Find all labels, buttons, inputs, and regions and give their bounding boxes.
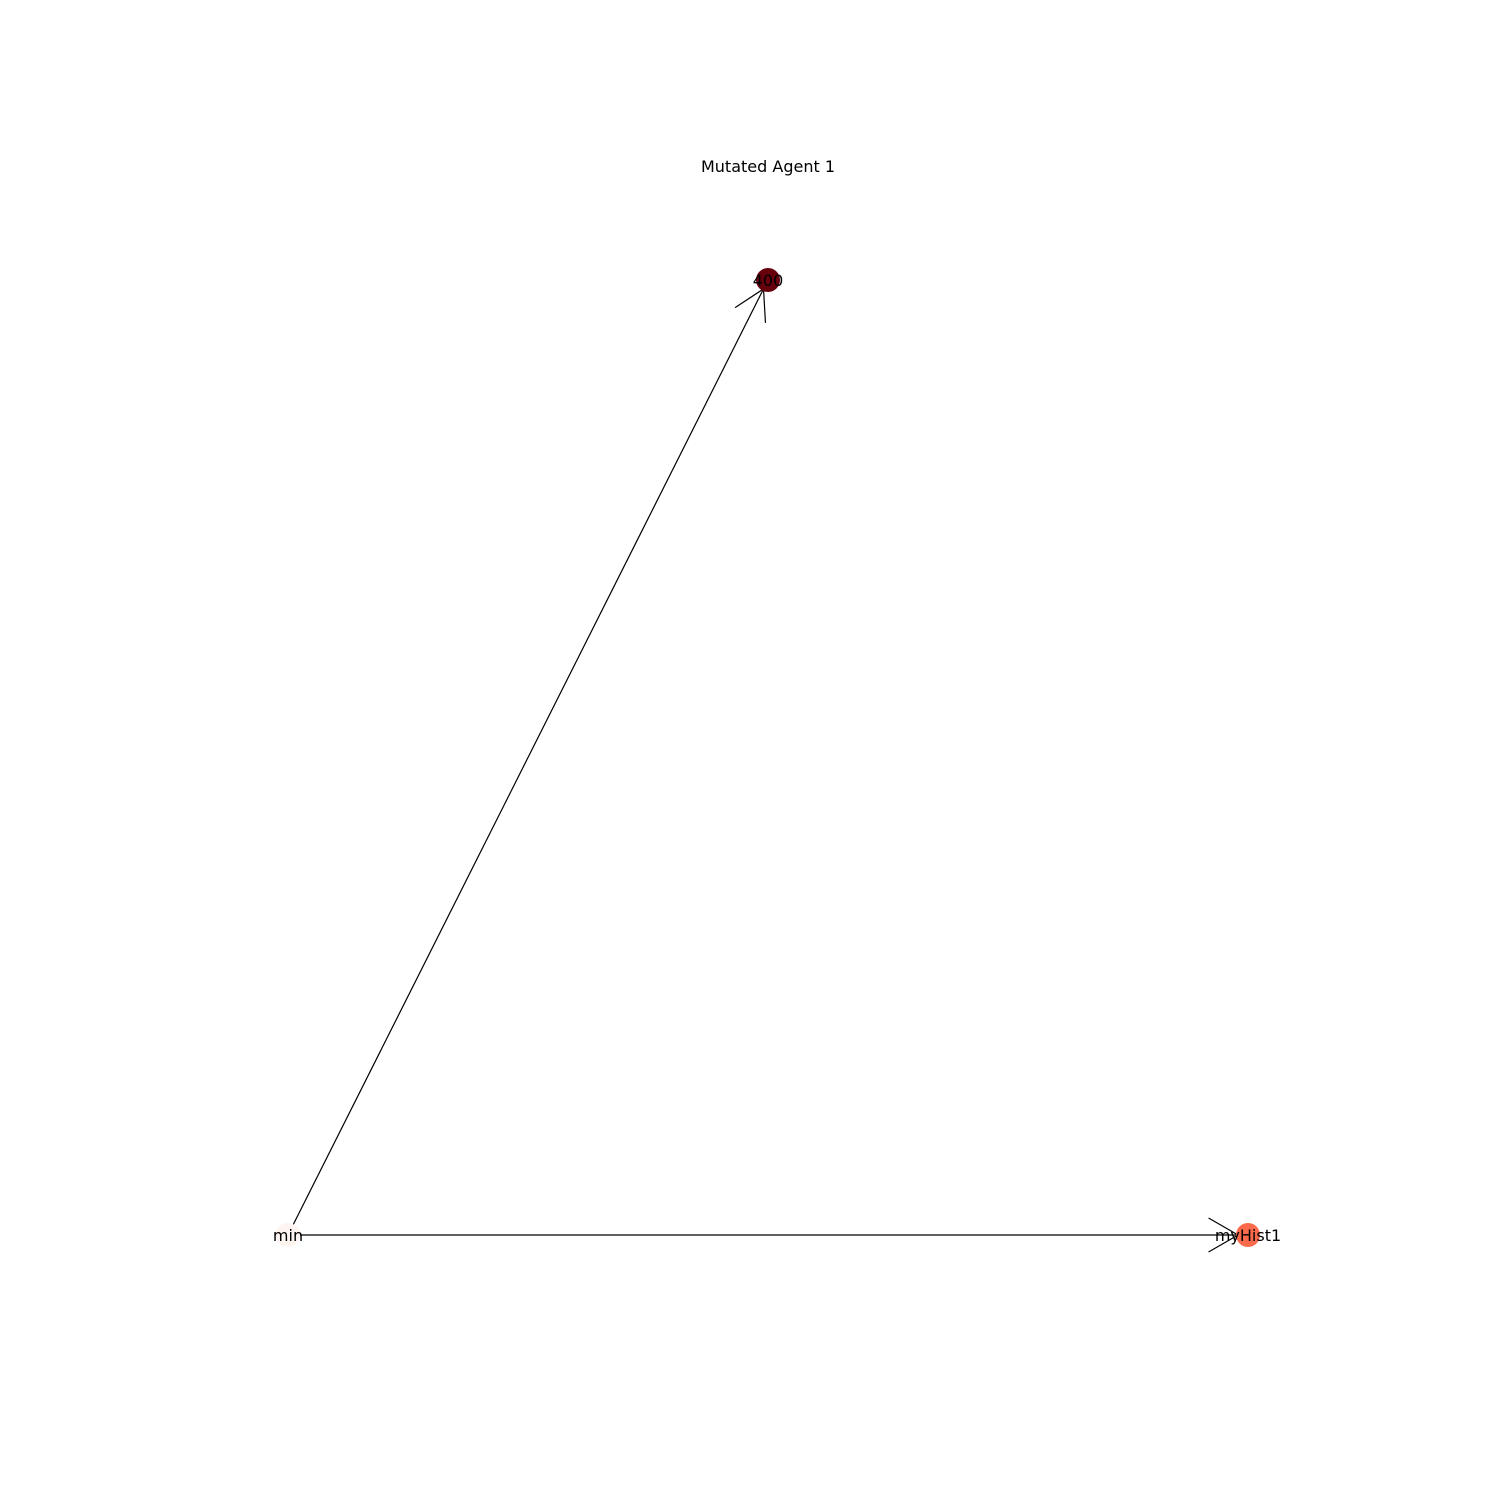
node-label-myHist1: myHist1: [1215, 1226, 1281, 1245]
node-myHist1: [1236, 1223, 1260, 1247]
diagram-title: Mutated Agent 1: [701, 157, 835, 176]
node-label-min: min: [273, 1226, 303, 1245]
node-label-400: 400: [753, 271, 784, 290]
edges-layer: [291, 287, 1240, 1253]
node-min: [276, 1223, 300, 1247]
node-400: [756, 268, 780, 292]
labels-layer: 400 min myHist1: [273, 271, 1281, 1245]
edge-min-to-400: [291, 288, 765, 1229]
nodes-layer: [276, 268, 1260, 1247]
